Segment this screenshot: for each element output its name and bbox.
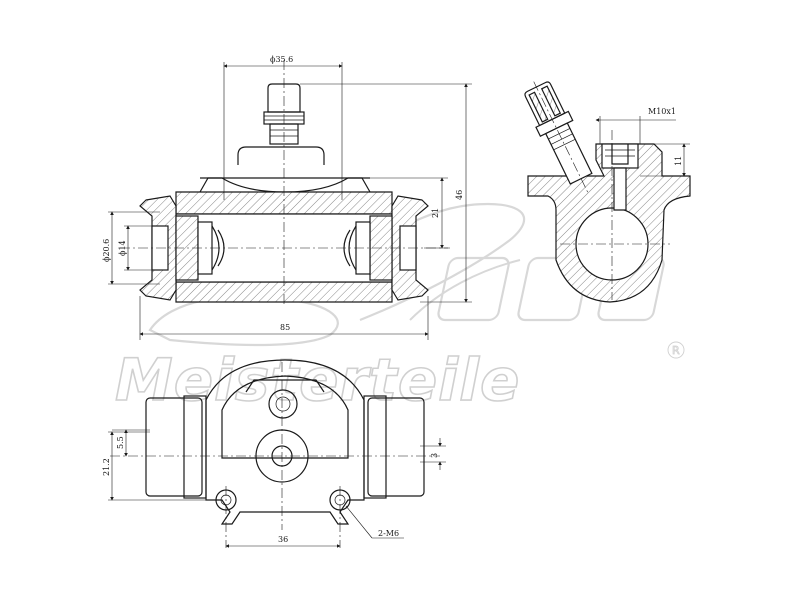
dim-21: 21: [431, 208, 440, 218]
front-section-view: ϕ35.6 46 21 ϕ20.6 ϕ14 85: [102, 55, 472, 340]
plan-bleeder-hole: [268, 389, 298, 419]
dim-5-5: 5.5: [116, 436, 125, 449]
dim-phi14: ϕ14: [118, 240, 127, 256]
dim-m10x1: M10x1: [648, 107, 676, 116]
dim-46: 46: [455, 190, 464, 200]
plan-end-left: [145, 397, 203, 497]
dim-85: 85: [280, 323, 290, 332]
dim-36: 36: [278, 535, 288, 544]
dim-11: 11: [674, 156, 683, 166]
plan-view: 5.5 21.2 3 36 2-M6: [102, 359, 446, 548]
top-boss: [237, 146, 325, 165]
registered-mark-circle: [667, 341, 685, 359]
dim-21-2: 21.2: [102, 458, 111, 476]
dim-2-m6: 2-M6: [378, 529, 399, 538]
watermark-text: Meisterteile: [115, 346, 520, 414]
side-section-view: M10x1 11: [524, 81, 691, 303]
dim-3: 3: [430, 453, 439, 458]
registered-mark: R: [672, 344, 680, 357]
plan-body: [205, 359, 365, 525]
dim-phi20-6: ϕ20.6: [102, 239, 111, 262]
dim-phi35-6: ϕ35.6: [270, 55, 293, 64]
plan-end-right: [367, 397, 425, 497]
side-bleeder: [524, 81, 593, 194]
